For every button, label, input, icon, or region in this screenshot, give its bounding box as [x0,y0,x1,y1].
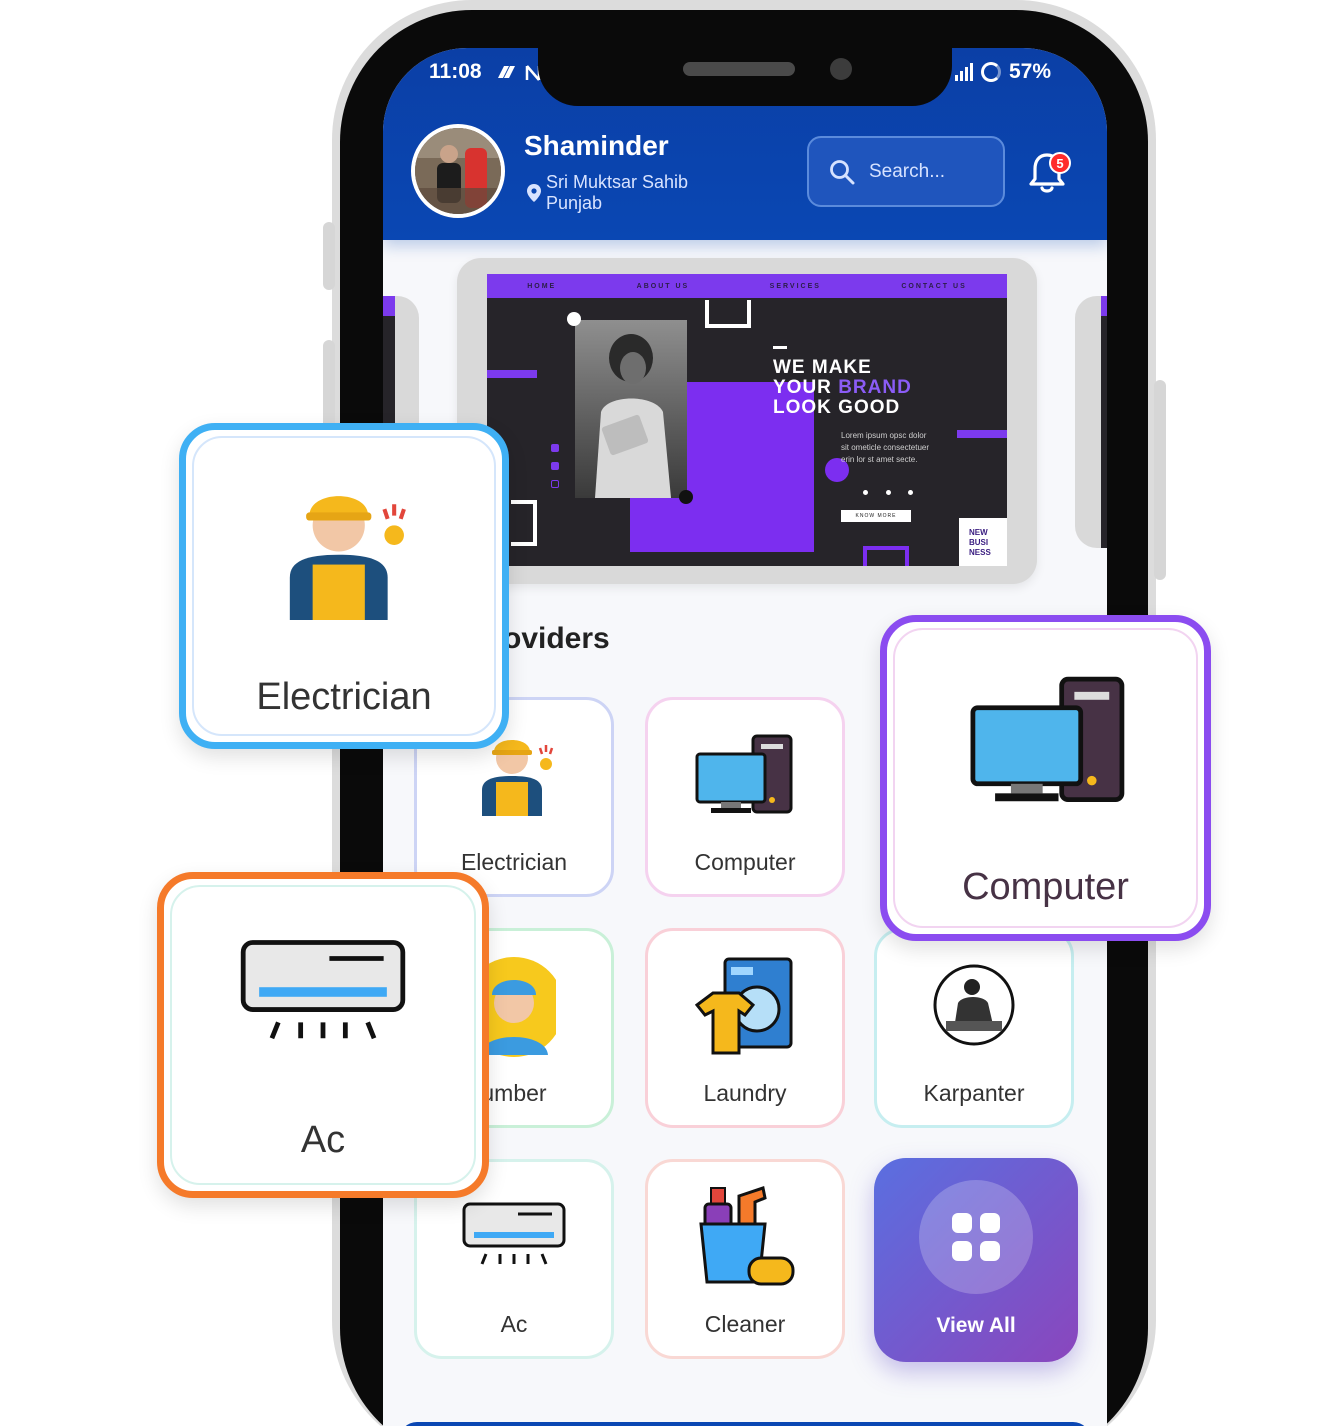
woman-photo [595,334,671,498]
laundry-icon [695,957,793,1055]
banner-headline: WE MAKE YOUR BRAND LOOK GOOD [773,358,912,418]
cleaner-icon [699,1186,795,1286]
electrician-icon [289,496,406,620]
search-placeholder: Search... [869,160,946,182]
banner-headline-line: LOOK GOOD [773,397,901,418]
service-label: umber [481,1080,547,1106]
banner-badge: NEW BUSI NESS [959,518,1007,566]
section-title: oviders [503,622,610,655]
banner-image[interactable]: HOME ABOUT US SERVICES CONTACT US [487,274,1007,566]
banner-know-more-button: KNOW MORE [841,510,911,522]
search-icon [830,159,855,184]
banner-nav-item: HOME [527,282,557,290]
banner-badge-line: NESS [969,548,991,557]
carousel-next-slide[interactable] [1075,296,1107,548]
phone-side-button [323,222,335,290]
zoom-card-electrician[interactable]: Electrician [179,423,509,749]
plumber-icon [472,957,556,1057]
location-pin-icon [527,184,541,202]
banner-headline-line: WE MAKE [773,357,872,378]
zoom-card-label: Ac [300,1119,346,1161]
banner-deco [705,300,751,328]
avatar[interactable] [411,124,505,218]
front-camera [830,58,852,80]
banner-nav-item: CONTACT US [901,282,967,290]
zoom-card-inner [170,885,476,1185]
banner-headline-your: YOUR [773,377,832,398]
banner-badge-line: NEW [969,528,988,537]
banner-photo [575,320,687,498]
view-all-button[interactable]: View All [874,1158,1078,1362]
view-all-icon-circle [919,1180,1033,1294]
banner-deco [487,370,537,378]
avatar-photo [415,128,501,214]
location-state: Punjab [546,193,603,213]
banner-deco [825,458,849,482]
view-all-label: View All [936,1314,1016,1337]
computer-icon [695,734,793,814]
zoom-card-label: Computer [962,866,1129,908]
zoom-card-ac[interactable]: Ac [157,872,489,1198]
ac-icon [240,940,406,1040]
battery-icon [981,62,1001,82]
speaker [683,62,795,76]
signal-icon [955,63,973,81]
banner-nav-item: SERVICES [769,282,821,290]
service-label: Electrician [460,849,568,875]
banner-headline-line: YOUR BRAND [773,378,912,398]
electrician-icon [482,740,554,816]
zoom-card-inner [893,628,1198,928]
banner-deco [773,346,787,349]
phone-side-button [323,340,335,430]
banner-deco [511,500,537,546]
zoom-card-inner [192,436,496,736]
service-label: Computer [694,849,796,875]
banner-nav-item: ABOUT US [636,282,690,290]
service-card-carpenter[interactable]: Karpanter [874,928,1074,1128]
service-card-laundry[interactable]: Laundry [645,928,845,1128]
phone-side-button [1154,380,1166,580]
status-time: 11:08 [429,60,482,83]
banner-deco [863,546,909,566]
banner-nav: HOME ABOUT US SERVICES CONTACT US [487,274,1007,298]
ac-icon [462,1202,566,1265]
banner-deco [957,430,1007,438]
banner-headline-brand: BRAND [838,377,912,398]
zoom-card-label: Electrician [256,676,432,718]
camera-notch [538,48,952,106]
zoom-card-computer[interactable]: Computer [880,615,1211,941]
user-name: Shaminder [524,130,669,161]
bottom-nav-bar [399,1422,1091,1426]
grid-icon [952,1213,1000,1261]
battery-level: 57% [1009,60,1052,83]
banner-deco [679,490,693,504]
search-input[interactable]: Search... [807,136,1005,207]
banner-social-icons [551,444,561,490]
service-card-computer[interactable]: Computer [645,697,845,897]
banner-badge-line: BUSI [969,538,989,547]
banner-dots [863,490,913,496]
app-header: 11:08 57% [383,48,1107,240]
carpenter-icon [933,964,1015,1046]
service-card-cleaner[interactable]: Cleaner [645,1159,845,1359]
banner-deco [567,312,581,326]
service-label: Karpanter [923,1080,1025,1106]
notification-badge: 5 [1049,152,1071,174]
banner-body-text: Lorem ipsum opsc dolor sit ometicle cons… [841,431,930,464]
service-label: Ac [500,1311,528,1337]
service-label: Laundry [703,1080,787,1106]
computer-icon [970,676,1125,803]
location-city: Sri Muktsar Sahib [546,172,689,192]
service-label: Cleaner [704,1311,786,1337]
status-right: 57% [955,60,1051,84]
